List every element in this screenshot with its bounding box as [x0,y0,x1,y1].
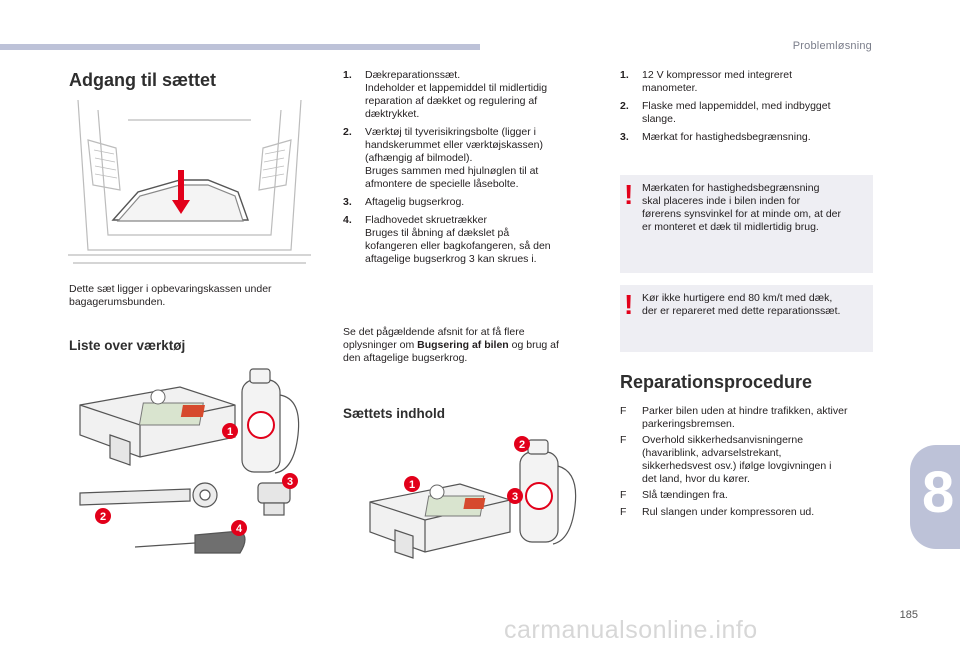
procedure-step: F Parker bilen uden at hindre trafikken,… [620,405,848,430]
checkbox-icon: F [620,489,627,501]
kit-item-3: 3. Mærkat for hastighedsbegrænsning. [620,131,811,143]
warning-note-speed-limit: ! Kør ikke hurtigere end 80 km/t med dæk… [620,285,873,352]
watermark: carmanualsonline.info [504,616,758,644]
procedure-step: F Rul slangen under kompressoren ud. [620,506,815,518]
pointer-arrow [172,170,190,214]
kit-contents-illustration: 1 2 3 [369,436,577,559]
warning-text: Kør ikke hurtigere end 80 km/t med dæk,d… [642,292,841,317]
tool-badge-1: 1 [227,426,233,438]
heading-kit-contents: Sættets indhold [343,406,445,421]
procedure-list: F Parker bilen uden at hindre trafikken,… [620,405,882,522]
chapter-tab: 8 [910,445,960,549]
kit-item-2: 2. Flaske med lappemiddel, med indbygget… [620,100,831,125]
section-title: Problemløsning [792,40,872,52]
tool-badge-2: 2 [100,511,106,523]
tool-badge-4: 4 [236,523,243,535]
page-number: 185 [899,609,918,621]
procedure-step: F Overhold sikkerhedsanvisningerne(havar… [620,434,832,485]
heading-repair-procedure: Reparationsprocedure [620,372,813,392]
towing-link: Bugsering af bilen [417,339,509,351]
tools-illustration: 1 2 3 4 [79,368,300,554]
heading-access-kit: Adgang til sættet [69,70,216,90]
kit-badge-2: 2 [519,439,525,451]
tool-item-1: 1. Dækreparationssæt.Indeholder et lappe… [343,69,548,120]
tool-badge-3: 3 [287,476,293,488]
checkbox-icon: F [620,434,627,446]
tool-list: 1. Dækreparationssæt.Indeholder et lappe… [343,69,601,271]
heading-tool-list: Liste over værktøj [69,338,186,353]
kit-badge-3: 3 [512,491,518,503]
towing-reference: Se det pågældende afsnit for at få flere… [343,326,559,364]
checkbox-icon: F [620,405,627,417]
warning-icon: ! [624,289,634,320]
intro-text: Dette sæt ligger i opbevaringskassen und… [69,283,272,308]
tool-item-3: 3. Aftagelig bugserkrog. [343,196,465,208]
chapter-number: 8 [922,460,955,525]
header-accent-bar [0,44,480,50]
procedure-step: F Slå tændingen fra. [620,489,728,501]
tool-item-2: 2. Værktøj til tyverisikringsbolte (ligg… [343,126,543,190]
checkbox-icon: F [620,506,627,518]
kit-badge-1: 1 [409,479,415,491]
trunk-illustration [68,100,311,264]
warning-icon: ! [624,179,634,210]
